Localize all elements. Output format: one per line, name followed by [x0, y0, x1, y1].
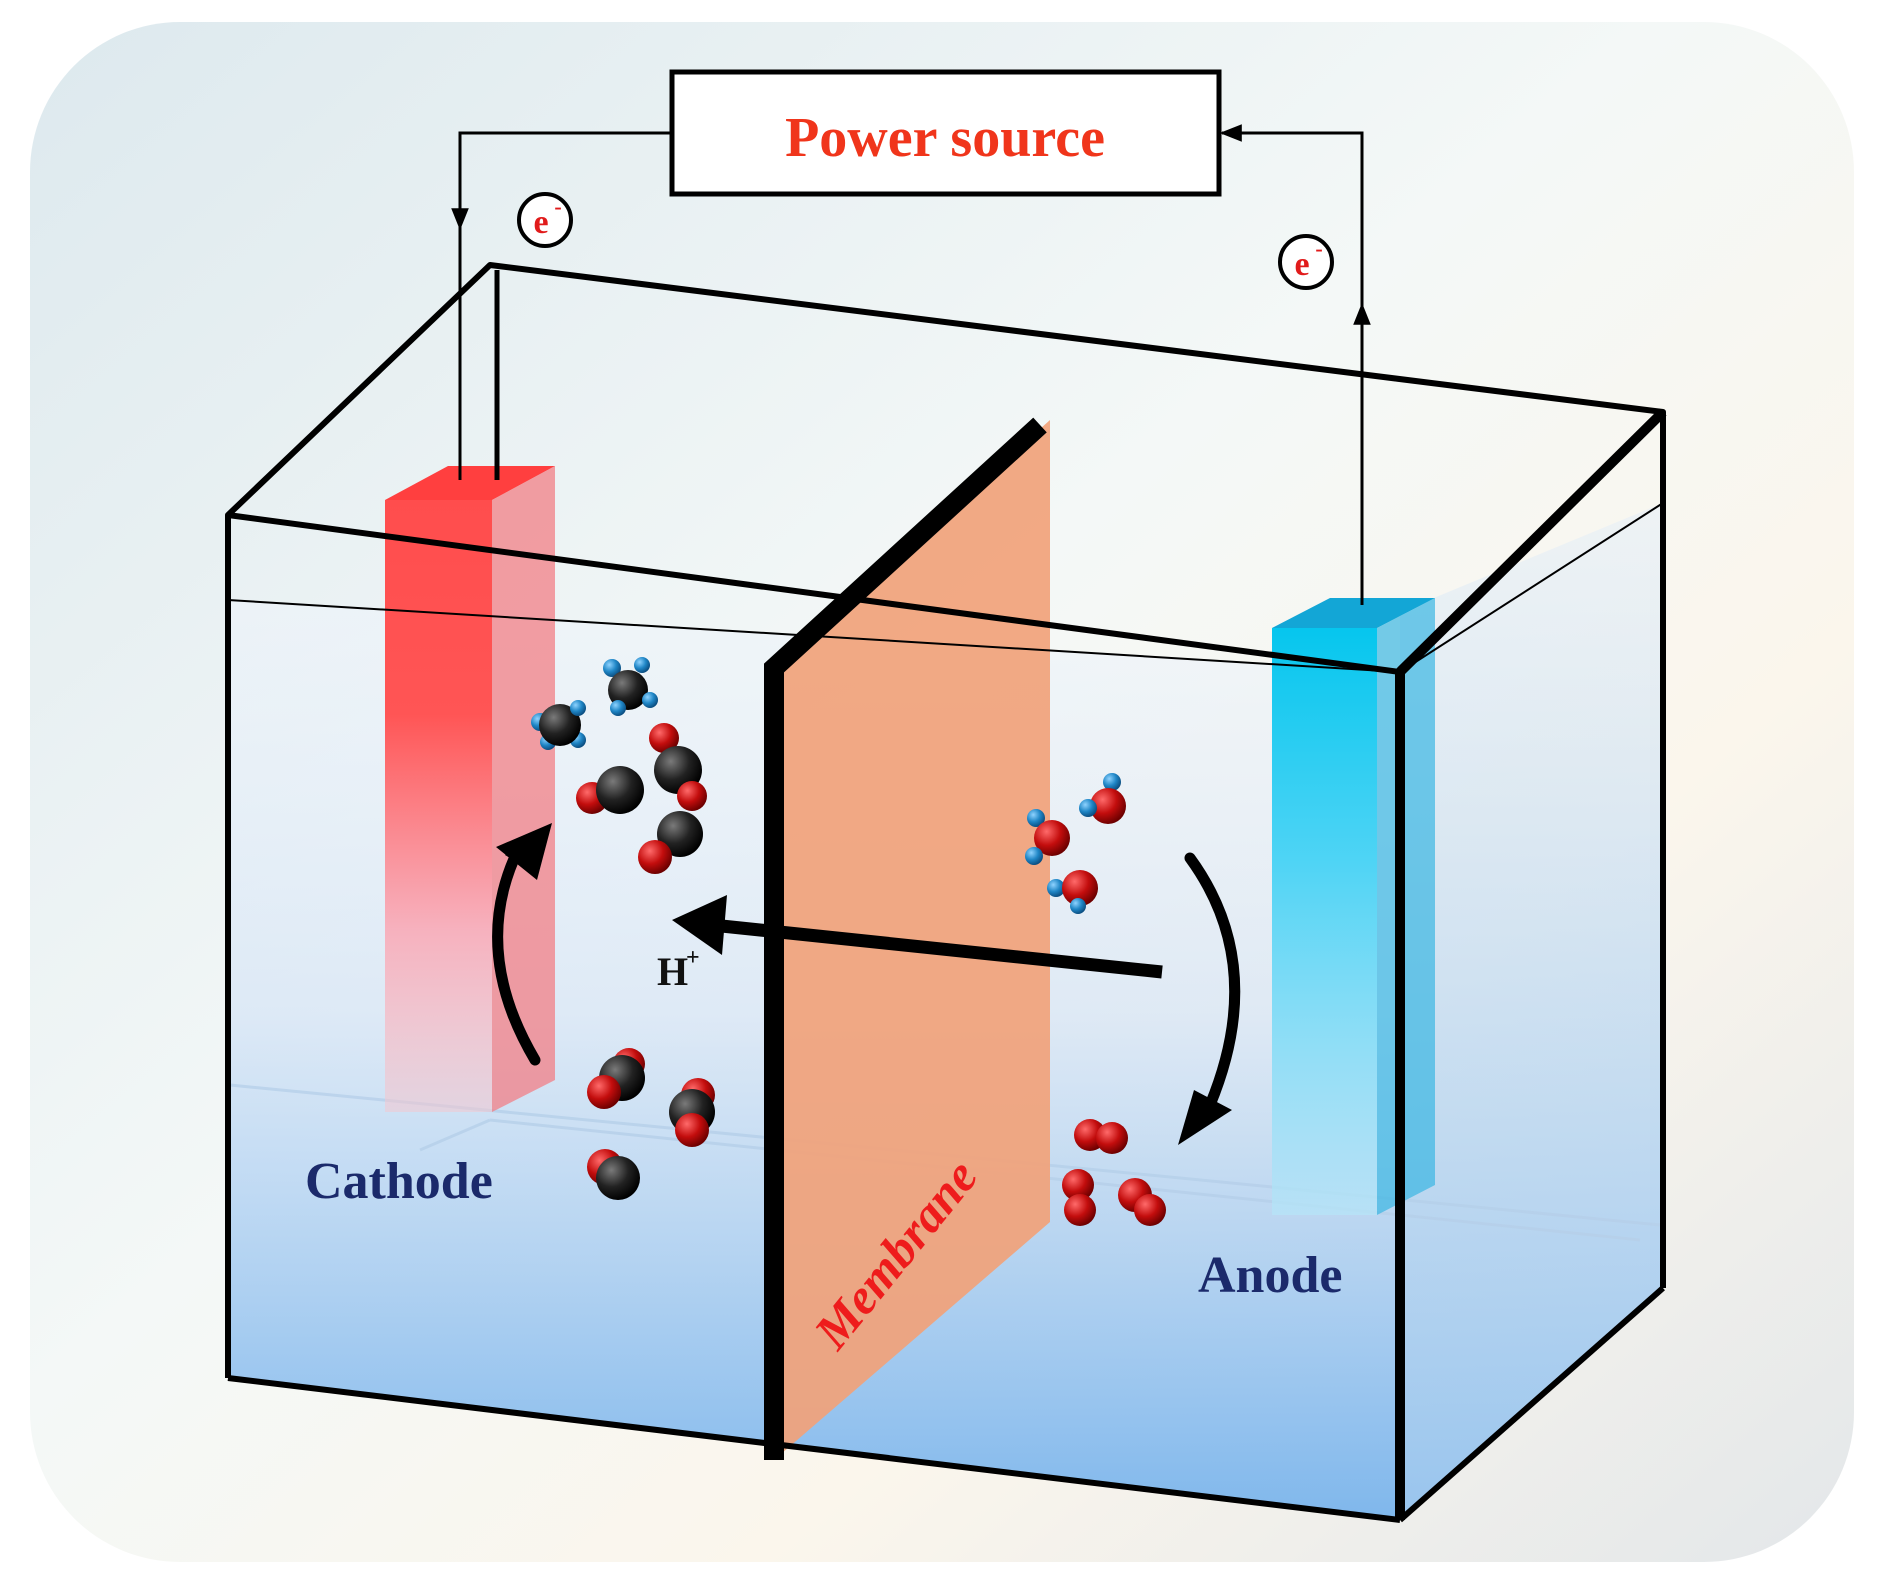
oxygen-atom — [638, 840, 672, 874]
electron-symbol-cathode: e — [533, 204, 548, 241]
hydrogen-atom — [1047, 879, 1065, 897]
carbon-atom — [596, 766, 644, 814]
water-molecule — [1025, 809, 1070, 865]
electrolyte-side — [1400, 503, 1663, 1520]
electron-charge-anode: - — [1315, 236, 1322, 261]
o2-molecule — [1062, 1169, 1096, 1226]
co-molecule — [576, 766, 644, 814]
water-molecule — [1079, 773, 1126, 824]
oxygen-atom — [649, 723, 679, 753]
oxygen-atom — [675, 1113, 709, 1147]
circuit-wires — [451, 124, 1371, 605]
carbon-atom — [657, 811, 703, 857]
oxygen-atom — [1134, 1194, 1166, 1226]
hydrogen-atom — [642, 692, 658, 708]
oxygen-atom — [587, 1075, 621, 1109]
methane-molecule — [531, 700, 586, 750]
electron-badge-anode: e - — [1278, 234, 1334, 290]
power-source: Power source — [669, 69, 1222, 197]
cathode-label: Cathode — [305, 1153, 493, 1210]
co-molecule — [587, 1149, 640, 1200]
anode-cycle-arrow — [1178, 852, 1241, 1145]
oxygen-atom — [1064, 1194, 1096, 1226]
electron-charge-cathode: - — [554, 194, 561, 219]
oxygen-atom — [1062, 1169, 1094, 1201]
water-molecule — [1047, 870, 1098, 914]
co2-molecule — [669, 1078, 715, 1147]
o2-molecule — [1074, 1119, 1128, 1154]
proton-symbol: H — [657, 949, 688, 994]
anode-label: Anode — [1198, 1247, 1342, 1304]
electron-badge-cathode: e - — [517, 192, 573, 248]
proton-charge: + — [686, 945, 700, 971]
carbon-atom — [539, 704, 581, 746]
tank-front-edges — [1395, 408, 1667, 1520]
hydrogen-atom — [1027, 809, 1045, 827]
co-molecule — [638, 811, 703, 874]
power-source-label: Power source — [785, 107, 1105, 169]
molecules — [531, 657, 1166, 1226]
oxygen-atom — [1062, 870, 1098, 906]
oxygen-atom — [677, 781, 707, 811]
oxygen-atom — [1096, 1122, 1128, 1154]
o2-molecule — [1118, 1178, 1166, 1226]
co2-molecule — [649, 723, 707, 811]
electron-symbol-anode: e — [1294, 246, 1309, 283]
hydrogen-atom — [1079, 799, 1097, 817]
cathode-cycle-arrow — [492, 823, 552, 1066]
methane-molecule — [603, 657, 658, 716]
proton-arrow — [672, 895, 1163, 979]
carbon-atom — [596, 1156, 640, 1200]
hydrogen-atom — [610, 700, 626, 716]
oxygen-atom — [1034, 820, 1070, 856]
hydrogen-atom — [1103, 773, 1121, 791]
oxygen-atom — [1090, 788, 1126, 824]
hydrogen-atom — [1070, 898, 1086, 914]
hydrogen-atom — [603, 659, 621, 677]
co2-molecule — [587, 1048, 645, 1109]
anode-electrode — [1272, 598, 1435, 1215]
hydrogen-atom — [1025, 847, 1043, 865]
hydrogen-atom — [634, 657, 650, 673]
hydrogen-atom — [570, 700, 586, 716]
cathode-electrode — [385, 466, 555, 1112]
